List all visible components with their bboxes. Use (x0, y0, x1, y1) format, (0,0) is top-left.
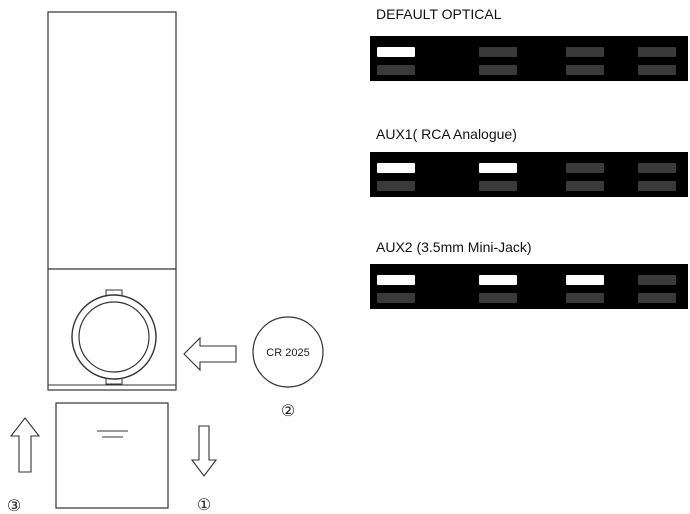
led-1-top (377, 163, 415, 173)
led-4-top (638, 47, 676, 57)
led-2-bottom (479, 181, 517, 191)
led-4-bottom (638, 293, 676, 303)
indicator-panel-default-optical (370, 36, 688, 81)
led-3-top (566, 275, 604, 285)
led-2-bottom (479, 65, 517, 75)
step-2-label: ② (281, 401, 295, 420)
slide-down-arrow-icon (190, 425, 218, 477)
led-2-top (479, 163, 517, 173)
led-1-top (377, 47, 415, 57)
slide-up-arrow-icon (9, 417, 41, 473)
led-3-bottom (566, 65, 604, 75)
led-4-top (638, 275, 676, 285)
indicator-panel-aux1 (370, 152, 688, 197)
indicator-title-default-optical: DEFAULT OPTICAL (376, 6, 502, 22)
insert-arrow-icon (183, 336, 237, 372)
indicator-panel-aux2 (370, 264, 688, 309)
led-1-top (377, 275, 415, 285)
battery-cover (55, 402, 169, 509)
led-4-bottom (638, 65, 676, 75)
battery-label: CR 2025 (266, 347, 309, 359)
led-3-top (566, 163, 604, 173)
step-1-label: ① (197, 495, 211, 514)
led-3-bottom (566, 181, 604, 191)
remote-body (47, 11, 177, 391)
led-2-bottom (479, 293, 517, 303)
coin-battery (252, 316, 324, 388)
indicator-title-aux2: AUX2 (3.5mm Mini-Jack) (376, 239, 532, 255)
led-2-top (479, 275, 517, 285)
led-1-bottom (377, 181, 415, 191)
led-3-top (566, 47, 604, 57)
indicator-title-aux1: AUX1( RCA Analogue) (376, 126, 517, 142)
led-3-bottom (566, 293, 604, 303)
led-1-bottom (377, 293, 415, 303)
led-2-top (479, 47, 517, 57)
step-3-label: ③ (7, 496, 21, 514)
battery-holder-inner (78, 301, 150, 373)
led-1-bottom (377, 65, 415, 75)
led-4-top (638, 163, 676, 173)
led-4-bottom (638, 181, 676, 191)
